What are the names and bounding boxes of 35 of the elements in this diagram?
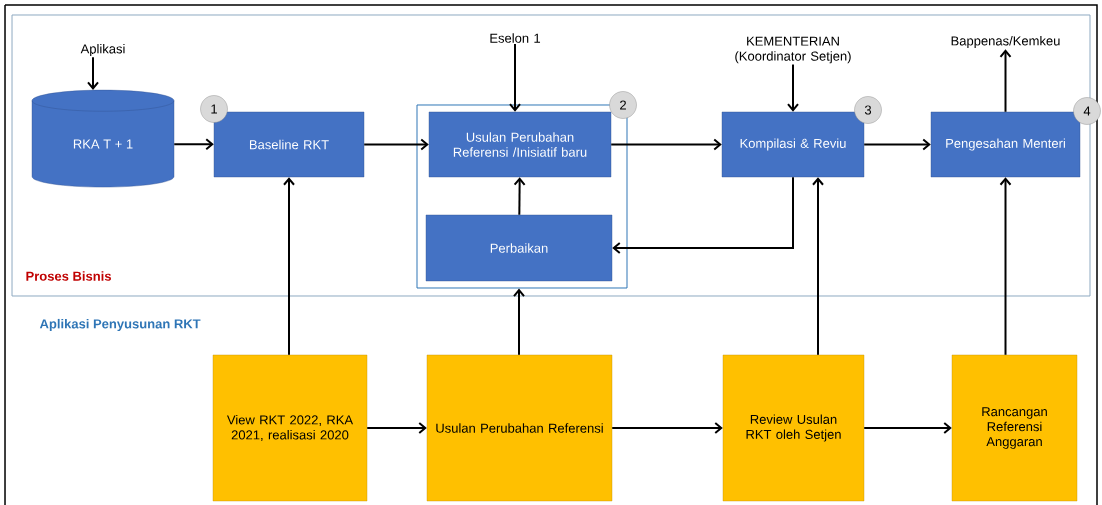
arrow: [87, 56, 99, 90]
arrow: [509, 42, 521, 112]
callout-number: 2: [609, 91, 637, 119]
arrow: [863, 138, 931, 151]
arrow: [999, 177, 1012, 356]
section-label: Aplikasi Penyusunan RKT: [39, 318, 201, 332]
arrow: [999, 49, 1012, 113]
arrow: [612, 176, 794, 254]
arrow: [787, 63, 799, 112]
application-box: Usulan Perubahan Referensi: [426, 354, 613, 502]
arrow: [283, 177, 295, 356]
database-cylinder: RKA T + 1: [31, 89, 175, 188]
source-label: Aplikasi: [80, 43, 125, 57]
arrow: [513, 288, 525, 356]
source-label: KEMENTERIAN (Koordinator Setjen): [735, 36, 851, 64]
arrow: [363, 138, 429, 151]
arrow: [173, 138, 214, 151]
arrow: [863, 422, 952, 434]
application-box: View RKT 2022, RKA 2021, realisasi 2020: [212, 354, 368, 502]
arrow: [812, 177, 824, 356]
arrow: [513, 177, 526, 216]
source-label: Bappenas/Kemkeu: [951, 35, 1060, 49]
process-box: Perbaikan: [425, 214, 613, 282]
arrow: [366, 422, 427, 434]
application-box: Review Usulan RKT oleh Setjen: [722, 354, 865, 502]
callout-number: 1: [200, 95, 228, 123]
callout-number: 3: [854, 96, 882, 124]
process-box: Pengesahan Menteri: [930, 111, 1081, 178]
arrow: [610, 138, 722, 151]
source-label: Eselon 1: [490, 33, 540, 43]
application-box: Rancangan Referensi Anggaran: [951, 354, 1078, 502]
arrow: [611, 422, 723, 434]
process-box: Kompilasi & Reviu: [721, 111, 865, 178]
process-box: Usulan Perubahan Referensi /Inisiatif baru: [428, 111, 612, 178]
callout-number: 4: [1073, 97, 1101, 125]
